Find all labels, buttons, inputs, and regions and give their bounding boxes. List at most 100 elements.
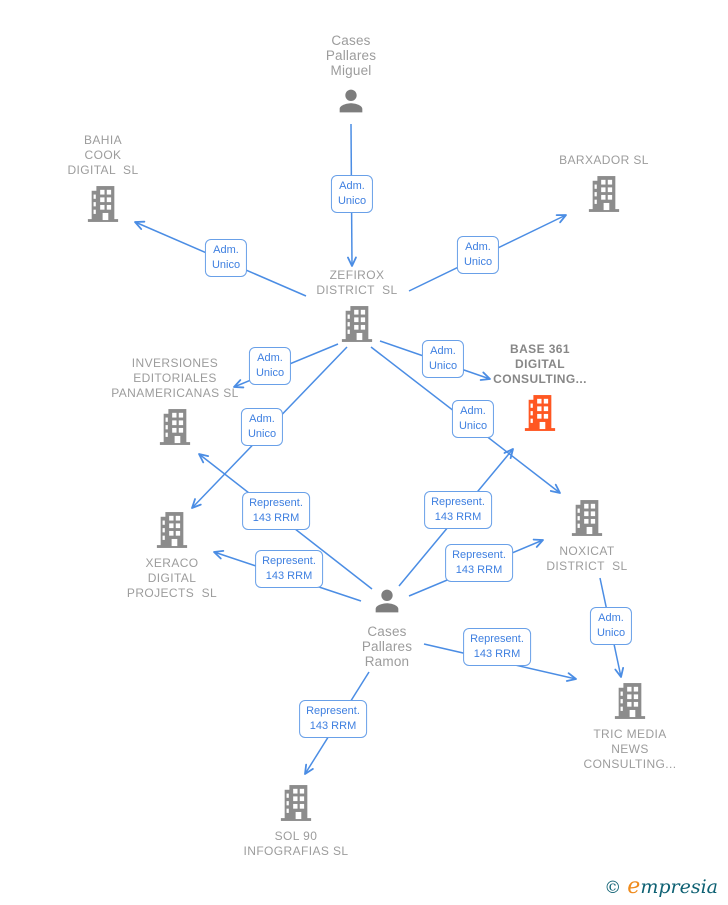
node-name-line: DISTRICT SL xyxy=(546,559,628,573)
node-name-line: DIGITAL xyxy=(147,571,197,585)
edge-label-line: Unico xyxy=(428,360,458,372)
node-name-line: NOXICAT xyxy=(559,544,615,558)
edge-label-line: Adm. xyxy=(430,345,456,357)
edge-label-cases-pallares-ramon-to-noxicat-district: Represent. 143 RRM xyxy=(445,544,513,582)
edge-label-line: 143 RRM xyxy=(252,512,300,524)
edge-label-cases-pallares-ramon-to-xeraco-digital-projects: Represent. 143 RRM xyxy=(255,550,323,588)
node-icon-wrap xyxy=(279,783,313,823)
node-name-line: DIGITAL xyxy=(515,357,565,371)
edge-label-cases-pallares-ramon-to-base-361-digital-consulting: Represent.143 RRM xyxy=(424,491,492,529)
edge-label-cases-pallares-miguel-to-zefirox-district: Adm.Unico xyxy=(330,175,374,213)
company-node-barxador[interactable]: BARXADOR SL xyxy=(519,153,689,214)
edge-label-line: Unico xyxy=(463,256,493,268)
node-name-line: Pallares xyxy=(361,639,413,654)
edge-label-line: Adm. xyxy=(465,241,491,253)
empresia-logo-text: mpresia xyxy=(640,876,718,898)
node-icon-wrap xyxy=(587,174,621,214)
building-icon xyxy=(341,306,373,342)
node-icon-wrap xyxy=(86,184,120,224)
edge-label-line: 143 RRM xyxy=(265,570,313,582)
edge-label-line: Unico xyxy=(458,420,488,432)
node-icon-wrap xyxy=(613,681,647,721)
empresia-logo-e: e xyxy=(627,874,641,899)
edge-label-line: 143 RRM xyxy=(455,564,503,576)
building-icon xyxy=(280,785,312,821)
edge-label-line: Adm. xyxy=(257,352,283,364)
person-icon xyxy=(375,589,399,613)
building-icon xyxy=(614,683,646,719)
node-icon-wrap xyxy=(523,393,557,433)
node-name-line: BAHIA xyxy=(83,133,122,147)
edge-label-line: Unico xyxy=(211,259,241,271)
building-icon xyxy=(571,500,603,536)
edge-label-zefirox-district-to-inversiones-editoriales-panamericanas: Adm.Unico xyxy=(248,347,292,385)
edge-label-line: 143 RRM xyxy=(473,648,521,660)
node-name-line: COOK xyxy=(84,148,122,162)
edge-label-line: 143 RRM xyxy=(309,720,357,732)
node-name-line: Cases xyxy=(367,624,407,639)
edge-label-cases-pallares-ramon-to-tric-media-news-consulting: Represent. 143 RRM xyxy=(463,628,531,666)
node-name-line: ZEFIROX xyxy=(329,268,385,282)
node-icon-wrap xyxy=(340,304,374,344)
building-icon xyxy=(87,186,119,222)
building-icon xyxy=(524,395,556,431)
building-icon xyxy=(588,176,620,212)
building-icon xyxy=(156,512,188,548)
copyright-icon: © xyxy=(604,878,622,898)
node-name-line: INVERSIONES xyxy=(131,356,219,370)
node-name-line: XERACO xyxy=(145,556,199,570)
node-name-line: BASE 361 xyxy=(510,342,570,356)
person-icon xyxy=(339,89,363,113)
node-name-line: CONSULTING... xyxy=(493,372,587,386)
node-name-line: EDITORIALES xyxy=(133,371,217,385)
node-icon-wrap xyxy=(334,84,368,118)
edge-label-line: Unico xyxy=(247,428,277,440)
edge-label-line: Unico xyxy=(596,627,626,639)
node-icon-wrap xyxy=(570,498,604,538)
edge-label-zefirox-district-to-base-361-digital-consulting: Adm. Unico xyxy=(421,340,465,378)
node-name-line: TRIC MEDIA xyxy=(593,727,667,741)
edge-label-cases-pallares-ramon-to-sol-90-infografias: Represent.143 RRM xyxy=(299,700,367,738)
building-icon xyxy=(159,409,191,445)
edge-label-line: Represent. xyxy=(262,555,316,567)
node-name-line: DIGITAL SL xyxy=(67,163,139,177)
edge-label-line: Adm. xyxy=(460,405,486,417)
node-name-line: CONSULTING... xyxy=(583,757,677,771)
edge-label-zefirox-district-to-noxicat-district: Adm. Unico xyxy=(451,400,495,438)
node-name: BARXADOR SL xyxy=(559,153,649,168)
edge-label-line: Represent. xyxy=(249,497,303,509)
edge-label-line: Represent. xyxy=(470,633,524,645)
edge-label-line: Represent. xyxy=(452,549,506,561)
node-icon-wrap xyxy=(155,510,189,550)
edge-label-zefirox-district-to-xeraco-digital-projects: Adm. Unico xyxy=(240,408,284,446)
empresia-watermark: ©empresia xyxy=(604,874,718,899)
edge-label-zefirox-district-to-barxador: Adm. Unico xyxy=(456,236,500,274)
edge-label-line: Adm. xyxy=(249,413,275,425)
node-icon-wrap xyxy=(370,584,404,618)
node-name-line: Pallares xyxy=(325,48,377,63)
edge-label-line: Adm. xyxy=(213,244,239,256)
node-name-line: Ramon xyxy=(364,654,410,669)
node-name-line: BARXADOR SL xyxy=(559,153,649,167)
edge-label-zefirox-district-to-bahia-cook-digital: Adm. Unico xyxy=(204,239,248,277)
edge-label-cases-pallares-ramon-to-inversiones-editoriales-panamericanas: Represent. 143 RRM xyxy=(242,492,310,530)
node-name-line: INFOGRAFIAS SL xyxy=(243,844,349,858)
